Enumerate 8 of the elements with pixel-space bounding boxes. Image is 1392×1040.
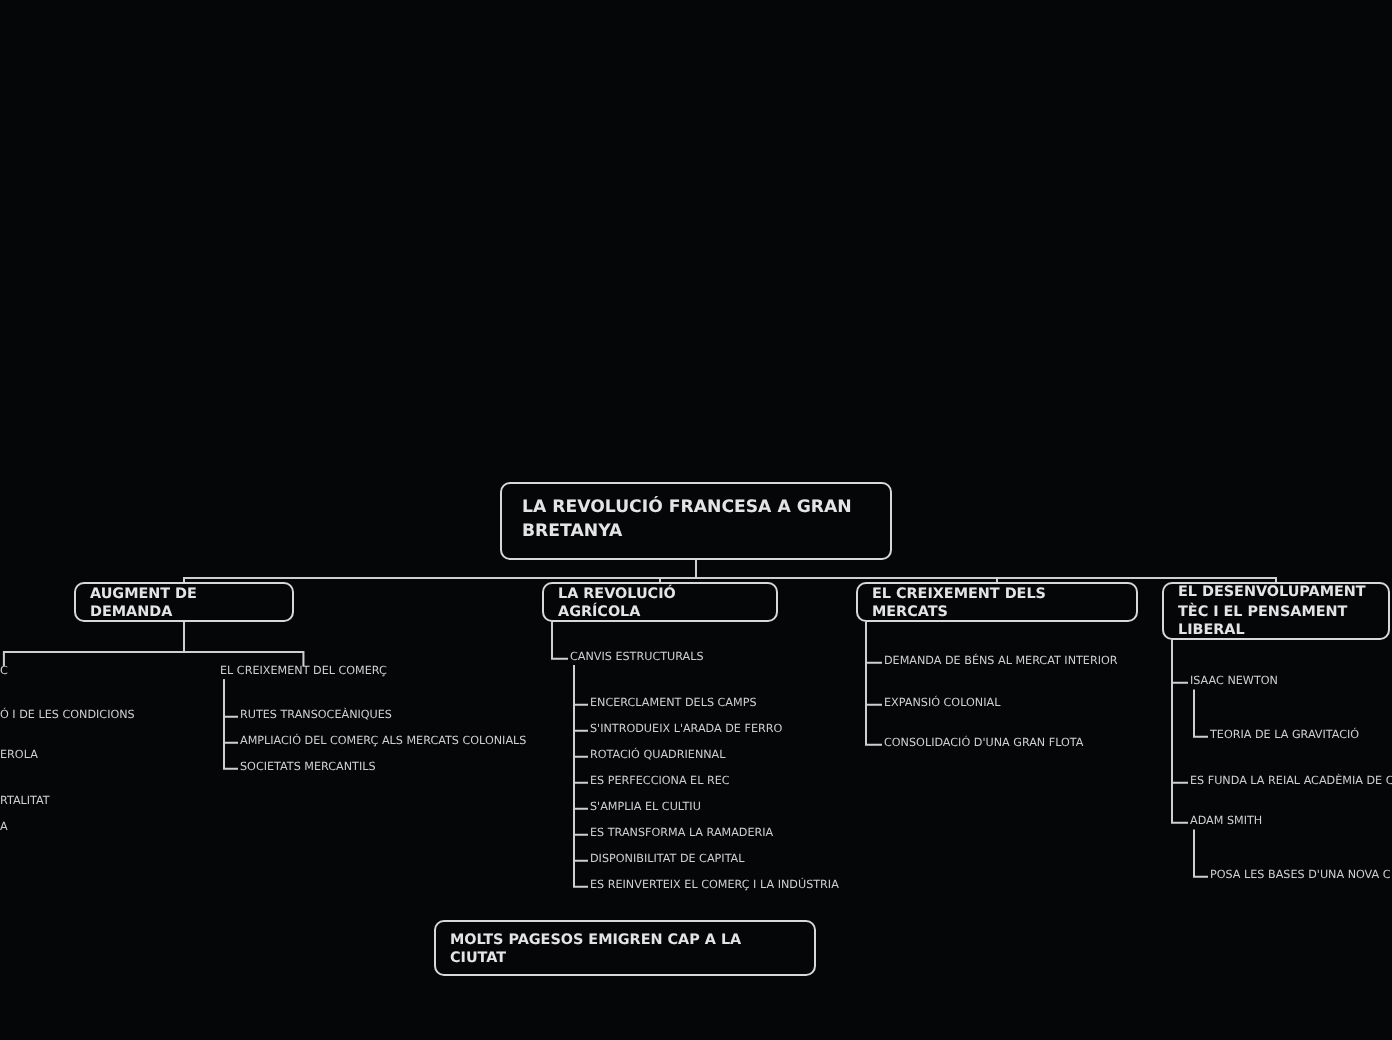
connector-line	[1193, 688, 1209, 738]
connector-line	[183, 621, 305, 667]
connector-line	[223, 678, 239, 770]
connector-line	[551, 621, 569, 660]
connector-line	[1193, 828, 1209, 878]
connector-line	[1171, 639, 1189, 824]
title-box: LA REVOLUCIÓ FRANCESA A GRAN BRETANYA	[500, 482, 892, 560]
connector-line	[865, 621, 883, 746]
